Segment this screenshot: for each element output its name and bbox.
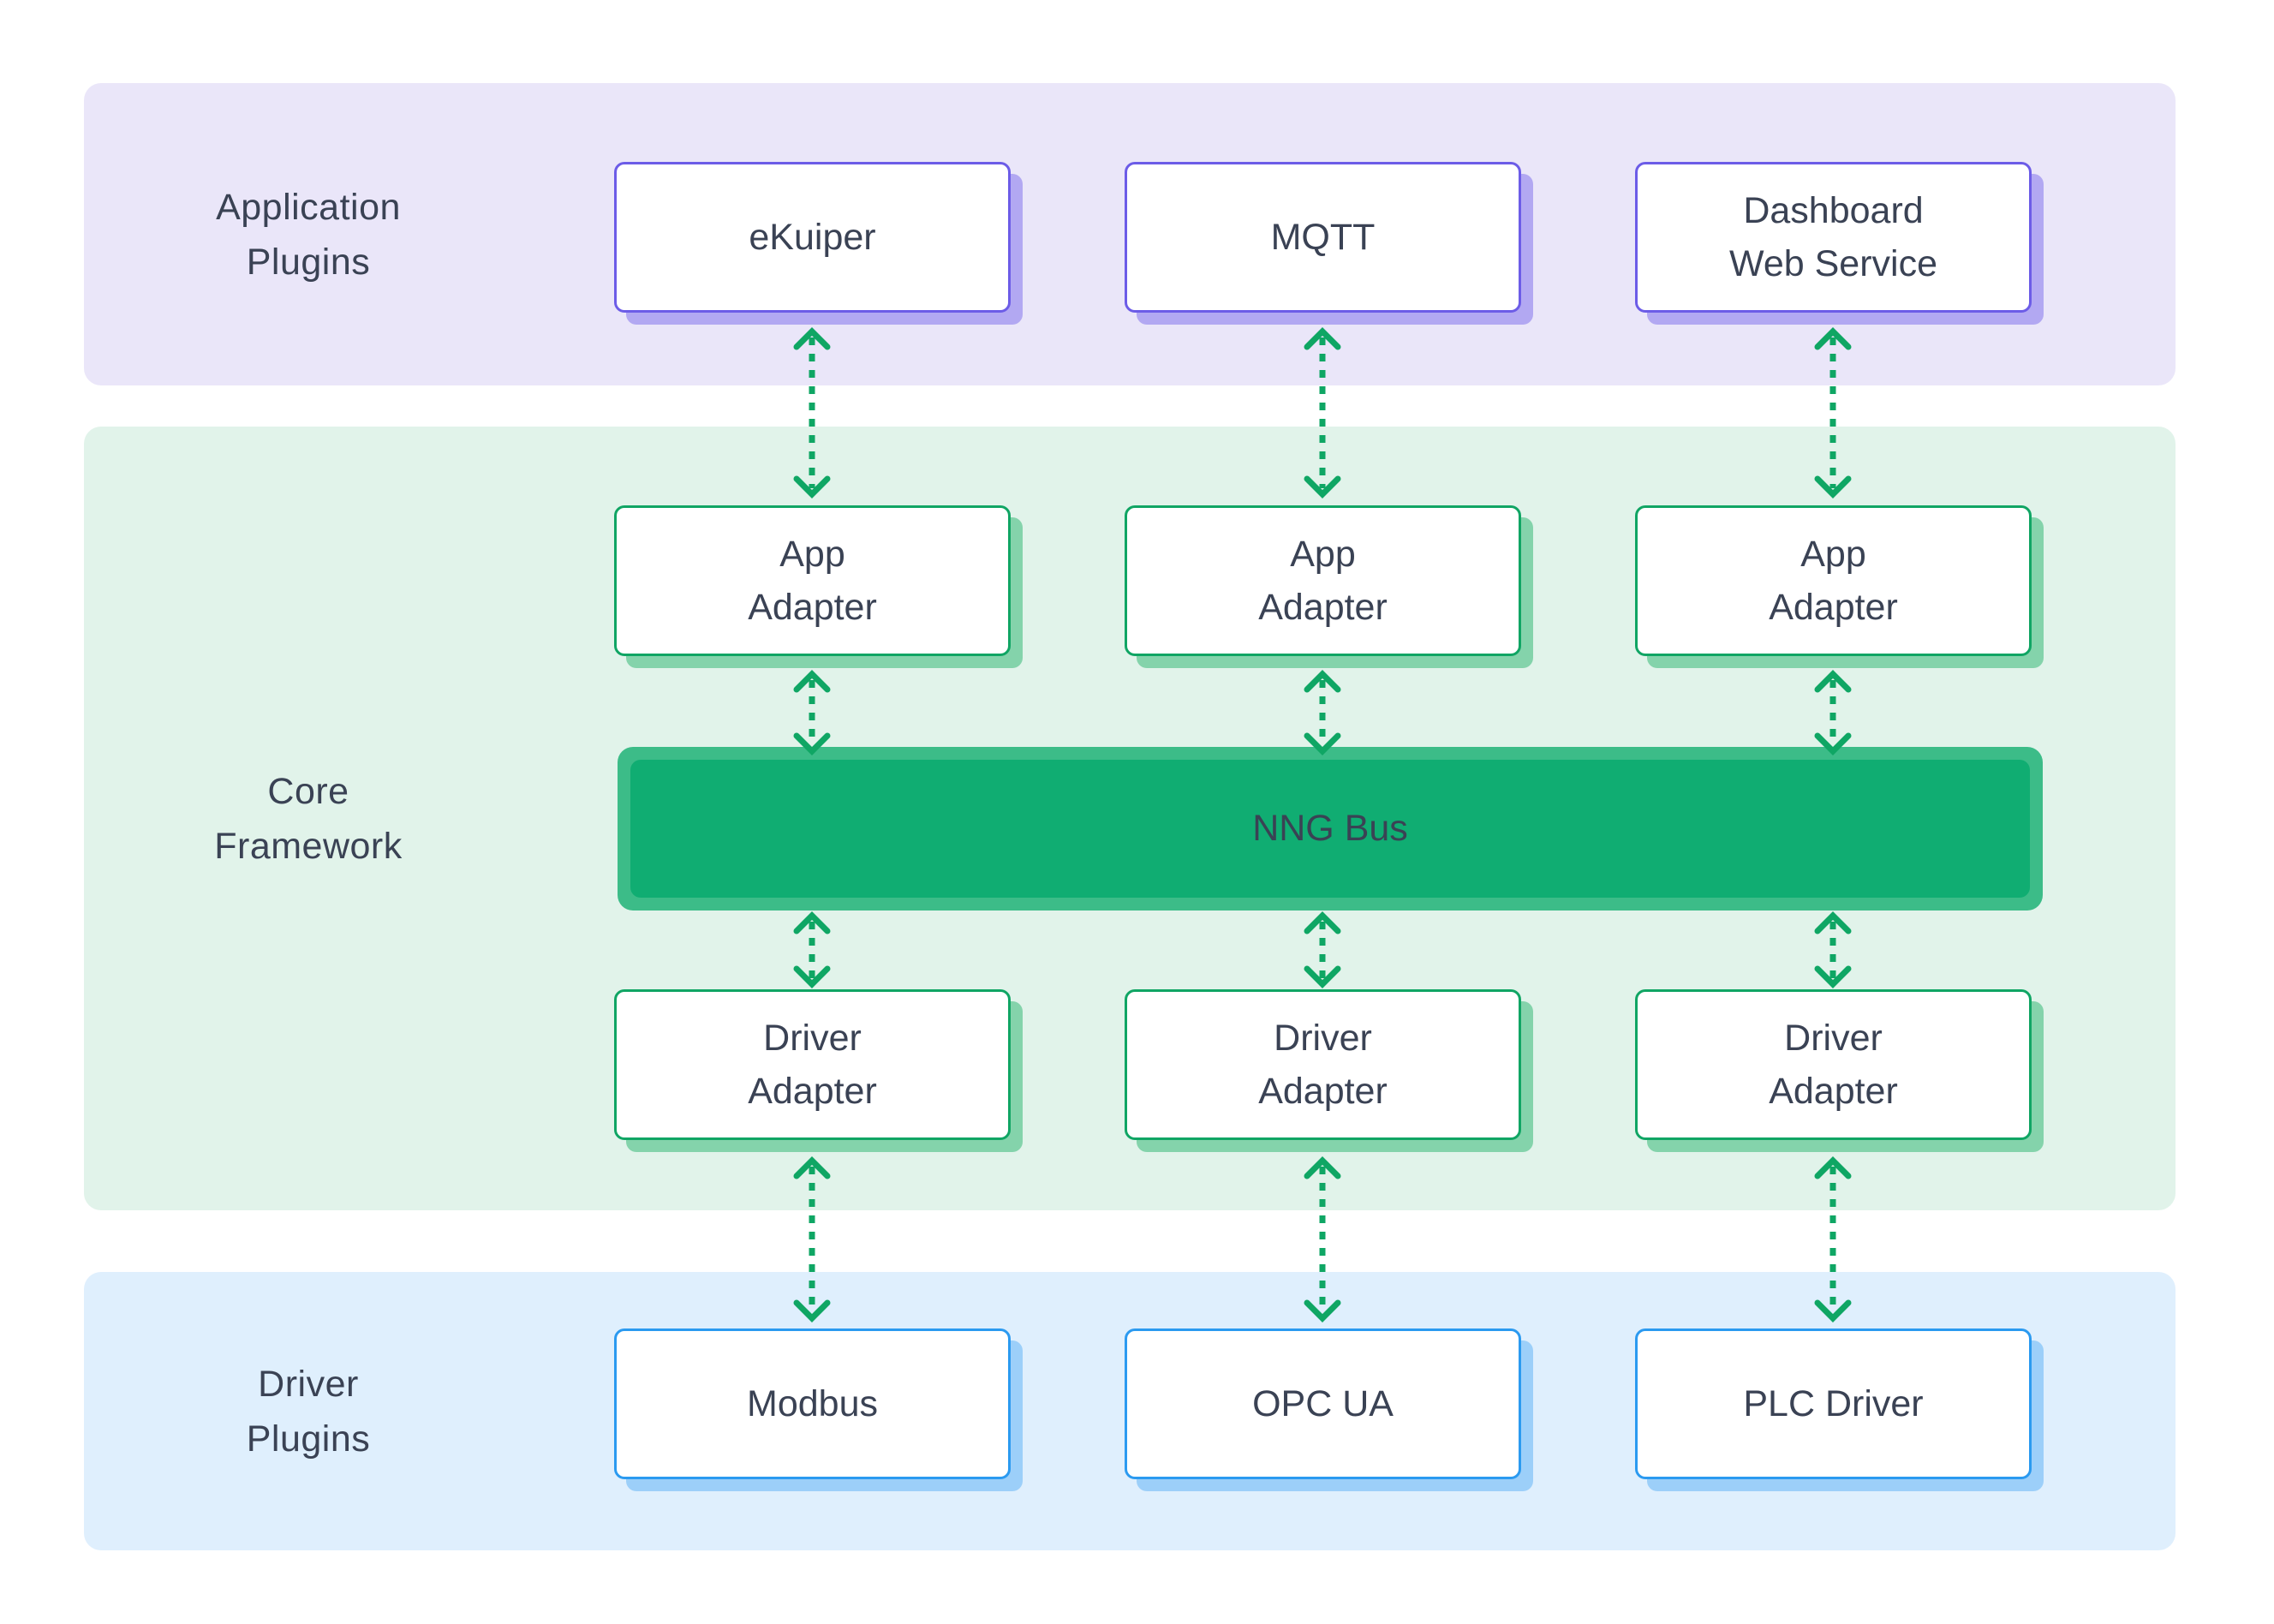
node-app-adapter-right: App Adapter: [1635, 505, 2032, 656]
node-label: Modbus: [747, 1383, 878, 1424]
bidirectional-arrow-icon: [1304, 327, 1341, 499]
node-ekuiper: eKuiper: [614, 162, 1011, 313]
band-label-driver-plugins: Driver Plugins: [84, 1272, 533, 1550]
bidirectional-arrow-icon: [1304, 911, 1341, 988]
band-label-line: Framework: [214, 825, 403, 867]
node-label: App: [1290, 534, 1356, 575]
bidirectional-arrow-icon: [793, 327, 831, 499]
node-modbus: Modbus: [614, 1328, 1011, 1479]
band-label-line: Plugins: [246, 241, 371, 283]
node-label: MQTT: [1270, 217, 1376, 258]
node-driver-adapter-left: Driver Adapter: [614, 989, 1011, 1140]
node-label: Adapter: [1258, 1071, 1388, 1112]
bidirectional-arrow-icon: [793, 1156, 831, 1322]
node-mqtt: MQTT: [1125, 162, 1521, 313]
node-label: OPC UA: [1252, 1383, 1394, 1424]
node-label: PLC Driver: [1743, 1383, 1924, 1424]
band-label-line: Core: [267, 770, 349, 812]
node-driver-adapter-center: Driver Adapter: [1125, 989, 1521, 1140]
bidirectional-arrow-icon: [1814, 327, 1852, 499]
node-label: App: [1800, 534, 1866, 575]
node-app-adapter-left: App Adapter: [614, 505, 1011, 656]
bidirectional-arrow-icon: [1814, 1156, 1852, 1322]
bidirectional-arrow-icon: [793, 670, 831, 755]
node-label: Adapter: [748, 587, 877, 628]
band-label-core-framework: Core Framework: [84, 427, 533, 1210]
node-label: Adapter: [748, 1071, 877, 1112]
nng-bus-halo: NNG Bus: [618, 747, 2043, 911]
bidirectional-arrow-icon: [1304, 1156, 1341, 1322]
node-label: Driver: [1274, 1018, 1372, 1059]
node-label: Adapter: [1769, 587, 1898, 628]
bidirectional-arrow-icon: [1814, 670, 1852, 755]
node-dashboard-web-service: Dashboard Web Service: [1635, 162, 2032, 313]
band-label-line: Application: [216, 186, 401, 228]
node-label: eKuiper: [749, 217, 876, 258]
bidirectional-arrow-icon: [1814, 911, 1852, 988]
node-app-adapter-center: App Adapter: [1125, 505, 1521, 656]
node-plc-driver: PLC Driver: [1635, 1328, 2032, 1479]
node-label: App: [779, 534, 845, 575]
band-label-application-plugins: Application Plugins: [84, 83, 533, 385]
node-label: Adapter: [1769, 1071, 1898, 1112]
bidirectional-arrow-icon: [793, 911, 831, 988]
band-label-line: Driver: [258, 1363, 359, 1405]
node-nng-bus: NNG Bus: [630, 760, 2030, 898]
node-label: Driver: [1784, 1018, 1883, 1059]
node-label: Dashboard: [1743, 190, 1924, 231]
band-label-line: Plugins: [246, 1418, 371, 1460]
bidirectional-arrow-icon: [1304, 670, 1341, 755]
node-driver-adapter-right: Driver Adapter: [1635, 989, 2032, 1140]
node-label: Web Service: [1729, 243, 1937, 284]
node-label: Adapter: [1258, 587, 1388, 628]
node-label: Driver: [763, 1018, 862, 1059]
node-label: NNG Bus: [1252, 808, 1408, 849]
node-opc-ua: OPC UA: [1125, 1328, 1521, 1479]
